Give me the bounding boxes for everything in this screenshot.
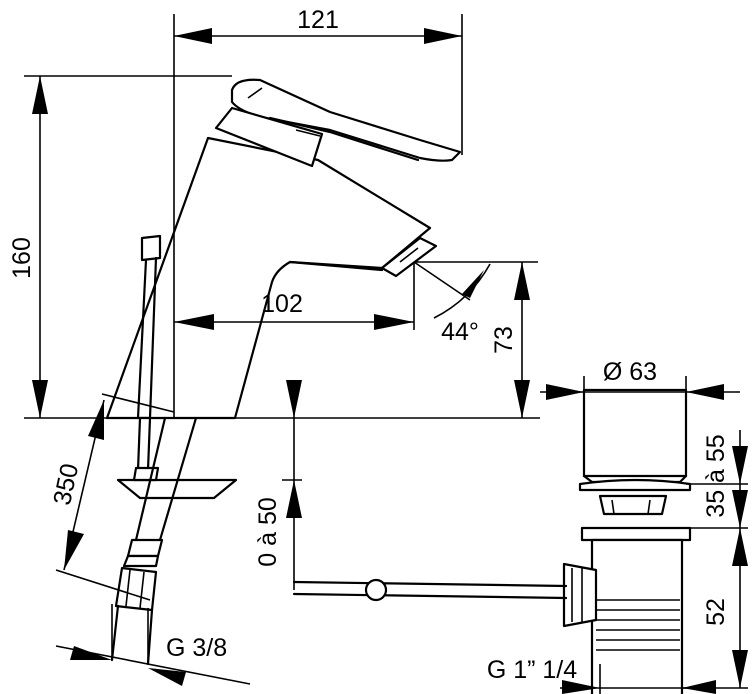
- dim-drain-diameter: Ø 63: [540, 358, 740, 400]
- label-spout-reach: 102: [261, 290, 303, 318]
- label-width-top: 121: [297, 6, 339, 34]
- dim-rod-range: 0 à 50: [254, 380, 302, 590]
- label-drain-diameter: Ø 63: [603, 358, 657, 386]
- dim-height-total: 160: [8, 75, 540, 419]
- dim-spout-height: 73: [490, 262, 530, 418]
- dim-thread-faucet: G 3/8: [55, 604, 251, 686]
- label-spout-height: 73: [490, 326, 518, 354]
- dim-spout-angle: 44°: [413, 261, 538, 346]
- dim-thread-drain: G 1” 1/4: [487, 656, 716, 694]
- dim-drain-upper: 35 à 55: [686, 430, 748, 529]
- dim-width-top: 121: [173, 6, 463, 418]
- drain-flange: [578, 478, 692, 516]
- label-thread-drain: G 1” 1/4: [487, 656, 577, 684]
- dim-drain-lower: 52: [682, 528, 748, 689]
- label-rod-range: 0 à 50: [254, 497, 282, 567]
- label-drain-upper: 35 à 55: [702, 434, 730, 517]
- label-thread-faucet: G 3/8: [166, 634, 227, 662]
- dim-spout-reach: 102: [174, 262, 415, 330]
- drain-rod-horizontal: [292, 578, 568, 602]
- label-height-total: 160: [8, 237, 36, 279]
- flexible-hose: [110, 416, 198, 666]
- drain-body: [562, 526, 692, 694]
- label-drain-lower: 52: [702, 598, 730, 626]
- popup-rod: [136, 234, 162, 420]
- drain-cap: [582, 388, 688, 484]
- faucet-lever-handle: [214, 78, 462, 168]
- label-spout-angle: 44°: [441, 318, 479, 346]
- faucet-body: [105, 136, 438, 420]
- label-hose-length: 350: [48, 461, 84, 508]
